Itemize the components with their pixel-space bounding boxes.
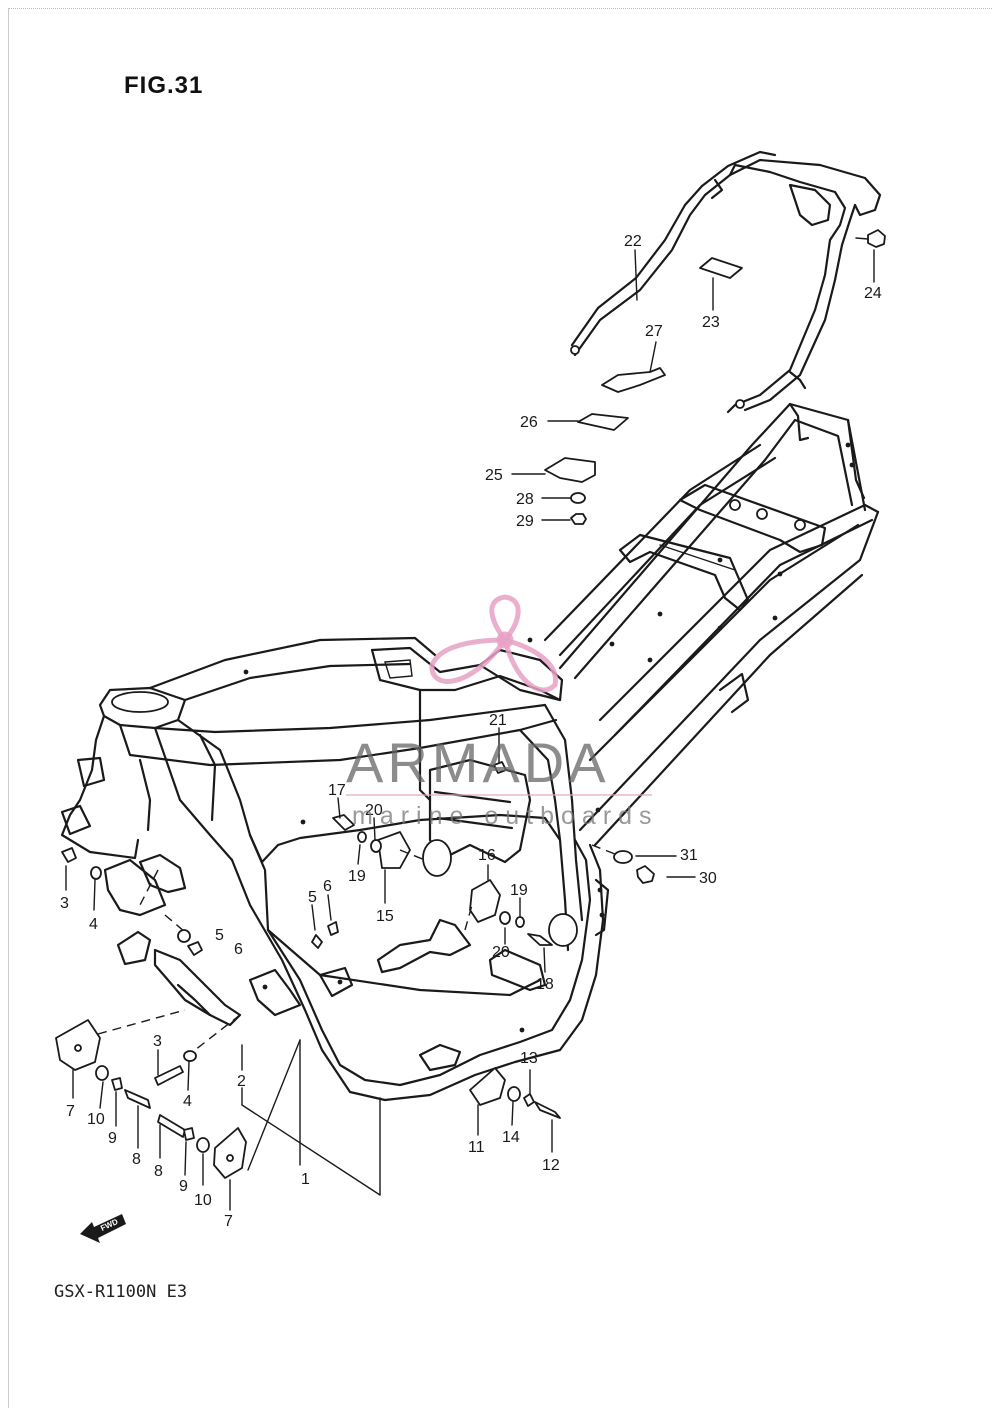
callout-29: 29 bbox=[516, 513, 534, 530]
grommet-28 bbox=[570, 492, 586, 504]
callout-24: 24 bbox=[864, 285, 882, 302]
callout-4-upper: 4 bbox=[89, 916, 98, 933]
collar-20-left bbox=[370, 839, 382, 853]
callout-5-left: 5 bbox=[215, 927, 224, 944]
callout-7-right: 7 bbox=[224, 1213, 233, 1230]
callout-8-left: 8 bbox=[132, 1151, 141, 1168]
callout-10-left: 10 bbox=[87, 1111, 105, 1128]
nut-6-right bbox=[327, 921, 339, 936]
bolt-30 bbox=[636, 865, 655, 884]
nut-29 bbox=[570, 513, 587, 525]
bolt-8-right bbox=[157, 1114, 186, 1138]
fwd-arrow: FWD bbox=[80, 1214, 126, 1243]
callout-31: 31 bbox=[680, 847, 698, 864]
bolt-17 bbox=[332, 814, 355, 831]
callout-11: 11 bbox=[468, 1139, 485, 1156]
callout-26: 26 bbox=[520, 414, 538, 431]
callout-13: 13 bbox=[520, 1050, 538, 1067]
washer-4-lower bbox=[183, 1050, 197, 1062]
callout-15: 15 bbox=[376, 908, 394, 925]
callout-3-lower: 3 bbox=[153, 1033, 162, 1050]
washer-5 bbox=[177, 929, 191, 943]
callout-6-left: 6 bbox=[234, 941, 243, 958]
pad-26 bbox=[577, 413, 629, 431]
plate-15 bbox=[377, 831, 411, 869]
fasteners bbox=[55, 761, 561, 1179]
watermark-tagline: marine outboards bbox=[352, 802, 659, 830]
bolt-18 bbox=[527, 933, 553, 946]
callout-19-left: 19 bbox=[348, 868, 366, 885]
plate-7-right bbox=[213, 1127, 247, 1179]
washer-19-right bbox=[515, 916, 525, 928]
callout-4-lower: 4 bbox=[183, 1093, 192, 1110]
seat-rail-assembly bbox=[544, 150, 886, 884]
nut-6 bbox=[187, 941, 203, 956]
callout-14: 14 bbox=[502, 1129, 520, 1146]
callout-19-right: 19 bbox=[510, 882, 528, 899]
watermark-logo bbox=[429, 594, 558, 693]
plate-16 bbox=[469, 879, 501, 923]
collar-20-right bbox=[499, 911, 511, 925]
callout-7-left: 7 bbox=[66, 1103, 75, 1120]
page-border bbox=[8, 8, 992, 1408]
nut-9-right bbox=[183, 1127, 195, 1141]
bracket-27 bbox=[601, 367, 666, 393]
main-frame bbox=[60, 442, 855, 1102]
callout-2: 2 bbox=[237, 1073, 246, 1090]
model-code: GSX-R1100N E3 bbox=[54, 1282, 188, 1302]
callout-9-left: 9 bbox=[108, 1130, 117, 1147]
nut-13 bbox=[523, 1093, 535, 1107]
callout-22: 22 bbox=[624, 233, 642, 250]
figure-title: FIG.31 bbox=[124, 72, 204, 99]
bracket-25 bbox=[544, 457, 596, 483]
callout-28: 28 bbox=[516, 491, 534, 508]
callout-17: 17 bbox=[328, 782, 346, 799]
callout-3-upper: 3 bbox=[60, 895, 69, 912]
bolt-8-left bbox=[124, 1089, 151, 1109]
callout-30: 30 bbox=[699, 870, 717, 887]
callout-1: 1 bbox=[301, 1171, 310, 1188]
bolt-3-lower bbox=[154, 1065, 184, 1086]
washer-19-left bbox=[357, 831, 367, 843]
seat-pad-23 bbox=[699, 257, 743, 279]
nut-21 bbox=[493, 761, 507, 774]
callout-21: 21 bbox=[489, 712, 507, 729]
washer-14 bbox=[507, 1086, 521, 1102]
bolt-12 bbox=[534, 1101, 561, 1119]
seat-rail-frame bbox=[543, 402, 880, 937]
callout-5-right: 5 bbox=[308, 889, 317, 906]
washer-31 bbox=[613, 850, 633, 864]
plate-11 bbox=[469, 1067, 506, 1106]
bolt-3-upper bbox=[61, 847, 77, 863]
callout-18: 18 bbox=[536, 976, 554, 993]
watermark: ARMADA marine outboards bbox=[346, 594, 659, 830]
bolt-24 bbox=[867, 229, 886, 248]
callout-10-right: 10 bbox=[194, 1192, 212, 1209]
washer-10-right bbox=[196, 1137, 210, 1153]
callout-16: 16 bbox=[478, 847, 496, 864]
washer-5-right bbox=[311, 934, 323, 949]
callout-23: 23 bbox=[702, 314, 720, 331]
washer-10-left bbox=[95, 1065, 109, 1081]
callout-8-right: 8 bbox=[154, 1163, 163, 1180]
callout-25: 25 bbox=[485, 467, 503, 484]
callout-labels: 1 2 3 3 4 4 5 5 6 6 7 7 8 8 9 9 10 10 11… bbox=[60, 233, 882, 1230]
nut-9-left bbox=[111, 1077, 123, 1091]
callout-20-right: 20 bbox=[492, 944, 510, 961]
washer-4-upper bbox=[90, 866, 102, 880]
callout-27: 27 bbox=[645, 323, 663, 340]
callout-12: 12 bbox=[542, 1157, 560, 1174]
leader-lines bbox=[65, 249, 875, 1211]
callout-20-left: 20 bbox=[365, 802, 383, 819]
watermark-brand: ARMADA bbox=[346, 731, 610, 794]
callout-9-right: 9 bbox=[179, 1178, 188, 1195]
callout-6-right: 6 bbox=[323, 878, 332, 895]
